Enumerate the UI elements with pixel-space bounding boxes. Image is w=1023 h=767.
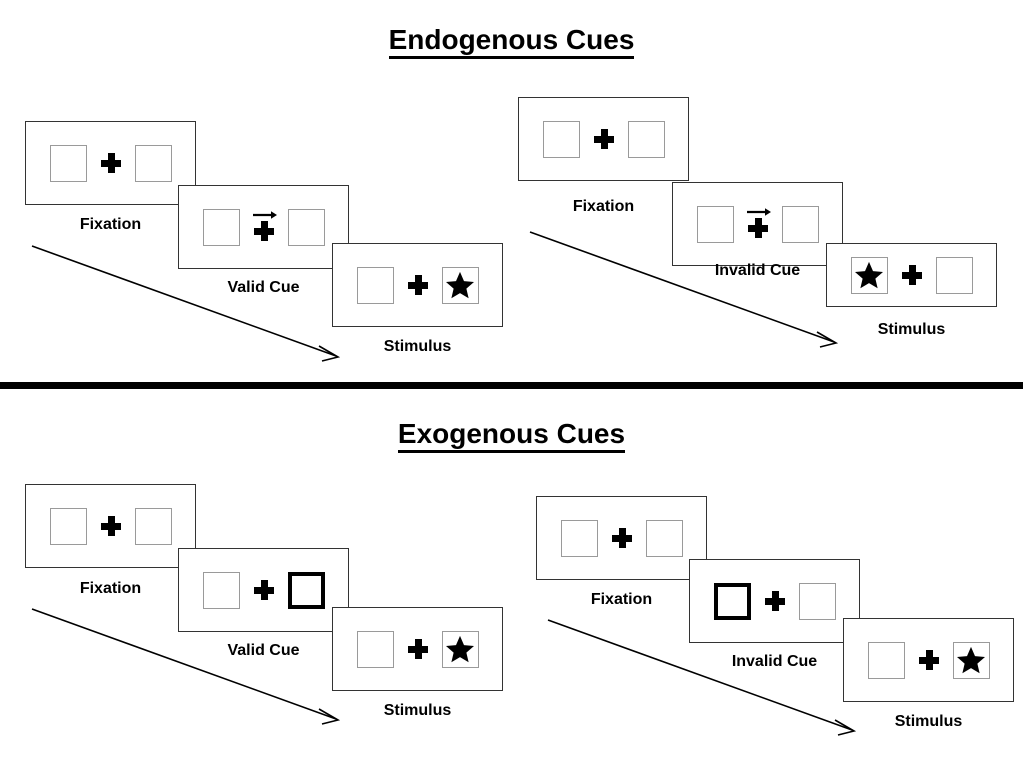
frame-label-endogenous-invalid-cue: Invalid Cue xyxy=(714,262,801,279)
time-arrow-endogenous-invalid xyxy=(529,231,839,348)
fixation-cross-icon xyxy=(253,580,274,600)
frame-endogenous-invalid-stimulus xyxy=(826,243,997,307)
frame-endogenous-valid-stimulus xyxy=(332,243,503,327)
right-box xyxy=(935,256,973,294)
time-arrow-endogenous-valid xyxy=(31,245,341,362)
frame-endogenous-valid-fixation xyxy=(25,121,196,205)
right-box-with-target xyxy=(441,630,479,668)
right-box-cued xyxy=(287,571,325,609)
right-box xyxy=(781,205,819,243)
arrow-right-icon xyxy=(252,210,277,219)
fixation-cross-icon xyxy=(253,220,274,241)
frame-exogenous-valid-stimulus xyxy=(332,607,503,691)
left-box xyxy=(202,208,240,246)
frame-label-endogenous-valid-cue: Valid Cue xyxy=(227,279,300,296)
section-title-exogenous: Exogenous Cues xyxy=(0,418,1023,453)
cue-center xyxy=(252,209,277,246)
frame-label-exogenous-valid-fixation: Fixation xyxy=(79,580,142,597)
fixation-cross-icon xyxy=(407,275,428,295)
frame-label-endogenous-invalid-fixation: Fixation xyxy=(572,198,635,215)
left-box xyxy=(696,205,734,243)
right-box xyxy=(134,144,172,182)
fixation-cross-icon xyxy=(611,528,632,548)
right-box xyxy=(134,507,172,545)
left-box xyxy=(49,144,87,182)
frame-endogenous-valid-cue xyxy=(178,185,349,269)
frame-label-exogenous-valid-cue: Valid Cue xyxy=(227,642,300,659)
left-box xyxy=(356,630,394,668)
time-arrow-exogenous-invalid xyxy=(547,619,857,736)
section-title-endogenous: Endogenous Cues xyxy=(0,24,1023,59)
star-icon xyxy=(855,261,883,289)
frame-exogenous-invalid-cue xyxy=(689,559,860,643)
frame-endogenous-invalid-cue xyxy=(672,182,843,266)
section-divider xyxy=(0,382,1023,389)
fixation-cross-icon xyxy=(407,639,428,659)
fixation-cross-icon xyxy=(764,591,785,611)
frame-exogenous-invalid-fixation xyxy=(536,496,707,580)
star-icon xyxy=(446,635,474,663)
left-box xyxy=(867,641,905,679)
right-box xyxy=(798,582,836,620)
right-box xyxy=(627,120,665,158)
right-box-with-target xyxy=(441,266,479,304)
frame-exogenous-valid-fixation xyxy=(25,484,196,568)
left-box xyxy=(202,571,240,609)
left-box xyxy=(542,120,580,158)
left-box-with-target xyxy=(850,256,888,294)
right-box-with-target xyxy=(952,641,990,679)
frame-label-endogenous-invalid-stimulus: Stimulus xyxy=(877,321,946,338)
frame-label-exogenous-invalid-fixation: Fixation xyxy=(590,591,653,608)
frame-label-exogenous-invalid-cue: Invalid Cue xyxy=(731,653,818,670)
frame-label-exogenous-valid-stimulus: Stimulus xyxy=(383,702,452,719)
frame-exogenous-invalid-stimulus xyxy=(843,618,1014,702)
time-arrow-exogenous-valid xyxy=(31,608,341,725)
left-box xyxy=(49,507,87,545)
arrow-right-icon xyxy=(746,207,771,216)
fixation-cross-icon xyxy=(593,129,614,149)
fixation-cross-icon xyxy=(100,516,121,536)
left-box-cued xyxy=(713,582,751,620)
right-box xyxy=(287,208,325,246)
left-box xyxy=(560,519,598,557)
fixation-cross-icon xyxy=(747,217,768,238)
left-box xyxy=(356,266,394,304)
frame-label-exogenous-invalid-stimulus: Stimulus xyxy=(894,713,963,730)
fixation-cross-icon xyxy=(901,265,922,285)
section-title-endogenous-text: Endogenous Cues xyxy=(388,24,635,59)
fixation-cross-icon xyxy=(100,153,121,173)
cue-center xyxy=(746,206,771,243)
star-icon xyxy=(446,271,474,299)
star-icon xyxy=(957,646,985,674)
frame-label-endogenous-valid-stimulus: Stimulus xyxy=(383,338,452,355)
right-box xyxy=(645,519,683,557)
frame-endogenous-invalid-fixation xyxy=(518,97,689,181)
fixation-cross-icon xyxy=(918,650,939,670)
frame-exogenous-valid-cue xyxy=(178,548,349,632)
frame-label-endogenous-valid-fixation: Fixation xyxy=(79,216,142,233)
section-title-exogenous-text: Exogenous Cues xyxy=(397,418,626,453)
